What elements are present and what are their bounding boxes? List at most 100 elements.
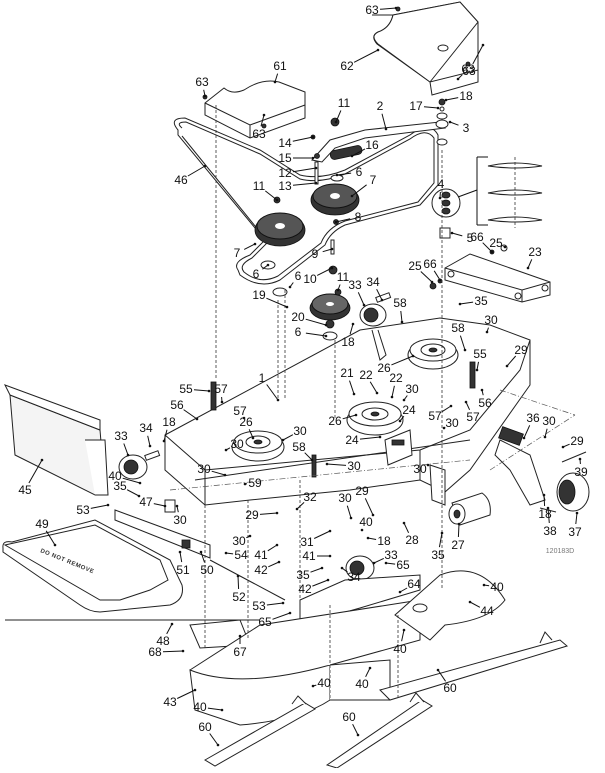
callout-leader-line — [167, 624, 172, 634]
callout-leader-tip — [385, 562, 388, 565]
callout-55: 55 — [179, 382, 210, 396]
callout-leader-line — [446, 98, 458, 100]
callout-number: 18 — [162, 415, 176, 429]
callout-number: 18 — [538, 507, 552, 521]
callout-number: 30 — [542, 414, 556, 428]
callout-leader-tip — [176, 505, 179, 508]
callout-leader-tip — [352, 323, 355, 326]
callout-leader-tip — [391, 396, 394, 399]
callout-number: 25 — [489, 236, 503, 250]
callout-leader-tip — [276, 199, 279, 202]
part-19-pulley — [310, 294, 350, 320]
callout-number: 66 — [423, 257, 437, 271]
callout-43: 43 — [163, 689, 196, 709]
callout-number: 38 — [543, 524, 557, 538]
callout-leader-tip — [449, 121, 452, 124]
callout-leader-tip — [437, 669, 440, 672]
callout-54: 54 — [225, 548, 248, 562]
callout-66: 66 — [423, 257, 441, 281]
callout-number: 22 — [389, 371, 403, 385]
callout-leader-line — [424, 107, 438, 108]
part-45-deflector — [5, 385, 108, 495]
callout-leader-tip — [576, 512, 579, 515]
callout-leader-tip — [361, 529, 364, 532]
callout-15: 15 — [278, 151, 314, 165]
callout-leader-line — [265, 191, 277, 200]
callout-number: 29 — [355, 484, 369, 498]
callout-leader-line — [353, 724, 358, 735]
callout-58: 58 — [393, 296, 407, 323]
callout-number: 44 — [480, 604, 494, 618]
callout-leader-tip — [335, 221, 338, 224]
callout-leader-line — [365, 498, 373, 515]
callout-36: 36 — [523, 411, 540, 439]
callout-leader-line — [401, 311, 402, 322]
callout-leader-tip — [312, 136, 315, 139]
callout-leader-tip — [325, 324, 328, 327]
callout-leader-line — [275, 74, 278, 82]
callout-17: 17 — [409, 99, 439, 113]
callout-number: 52 — [232, 590, 246, 604]
callout-leader-line — [293, 168, 316, 172]
callout-leader-line — [273, 613, 291, 619]
callout-leader-tip — [296, 508, 299, 511]
callout-number: 51 — [176, 563, 190, 577]
callout-leader-tip — [225, 552, 228, 555]
callout-leader-tip — [315, 182, 318, 185]
callout-18: 18 — [367, 534, 391, 548]
callout-30: 30 — [443, 416, 459, 430]
callout-number: 34 — [139, 421, 153, 435]
callout-number: 55 — [179, 382, 193, 396]
callout-leader-line — [452, 233, 462, 236]
callout-leader-tip — [331, 267, 334, 270]
callout-leader-line — [194, 390, 209, 391]
part-7-idler-pulley-right — [311, 184, 359, 215]
callout-45: 45 — [18, 459, 43, 497]
callout-leader-tip — [395, 7, 398, 10]
callout-number: 41 — [254, 548, 268, 562]
callout-leader-tip — [315, 167, 318, 170]
callout-number: 10 — [303, 272, 317, 286]
callout-leader-tip — [289, 612, 292, 615]
callout-leader-tip — [182, 650, 185, 653]
callout-40: 40 — [359, 515, 373, 531]
callout-leader-line — [244, 244, 255, 249]
callout-leader-tip — [381, 299, 384, 302]
callout-number: 40 — [193, 700, 207, 714]
callout-number: 11 — [253, 179, 266, 193]
callout-30: 30 — [232, 534, 251, 548]
callout-leader-tip — [139, 482, 142, 485]
callout-number: 49 — [35, 517, 49, 531]
callout-leader-tip — [439, 197, 442, 200]
part-33-idler-wheel-left — [119, 451, 160, 479]
callout-number: 7 — [370, 173, 377, 187]
callout-number: 14 — [278, 136, 292, 150]
callout-number: 21 — [340, 366, 354, 380]
callout-number: 35 — [113, 479, 127, 493]
callout-leader-tip — [451, 232, 454, 235]
callout-number: 15 — [278, 151, 292, 165]
callout-leader-tip — [276, 544, 279, 547]
callout-leader-line — [404, 523, 409, 533]
callout-leader-tip — [363, 304, 366, 307]
callout-number: 23 — [528, 245, 542, 259]
callout-leader-line — [148, 436, 150, 446]
callout-leader-tip — [401, 321, 404, 324]
callout-number: 17 — [409, 99, 423, 113]
callout-leader-tip — [506, 365, 509, 368]
callout-leader-tip — [200, 551, 203, 554]
callout-leader-tip — [403, 399, 406, 402]
callout-leader-line — [458, 524, 459, 537]
callout-number: 30 — [338, 491, 352, 505]
callout-number: 56 — [478, 396, 492, 410]
callout-29: 29 — [355, 484, 374, 516]
callout-leader-line — [382, 114, 386, 129]
callout-63: 63 — [195, 75, 209, 97]
callout-7: 7 — [351, 173, 377, 197]
callout-leader-tip — [321, 567, 324, 570]
callout-leader-tip — [263, 114, 266, 117]
callout-number: 9 — [312, 247, 319, 261]
callout-6: 6 — [295, 325, 328, 339]
callout-53: 53 — [252, 599, 284, 613]
